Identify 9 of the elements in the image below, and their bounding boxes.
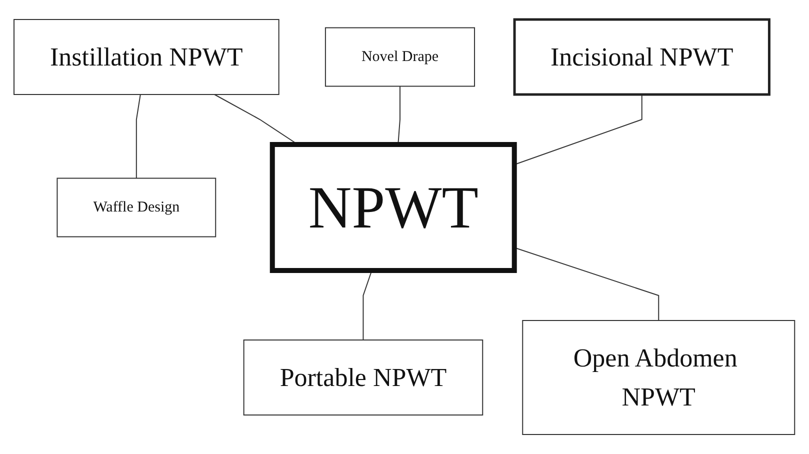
node-box: Portable NPWT bbox=[244, 340, 484, 416]
node-box: Waffle Design bbox=[56, 178, 216, 238]
node-box: Open Abdomen NPWT bbox=[522, 320, 796, 435]
connector bbox=[398, 86, 401, 145]
connector bbox=[136, 94, 142, 179]
node-box: Incisional NPWT bbox=[513, 18, 771, 96]
node-box: NPWT bbox=[270, 142, 518, 273]
node-box: Instillation NPWT bbox=[14, 19, 280, 95]
node-box: Novel Drape bbox=[325, 27, 476, 87]
